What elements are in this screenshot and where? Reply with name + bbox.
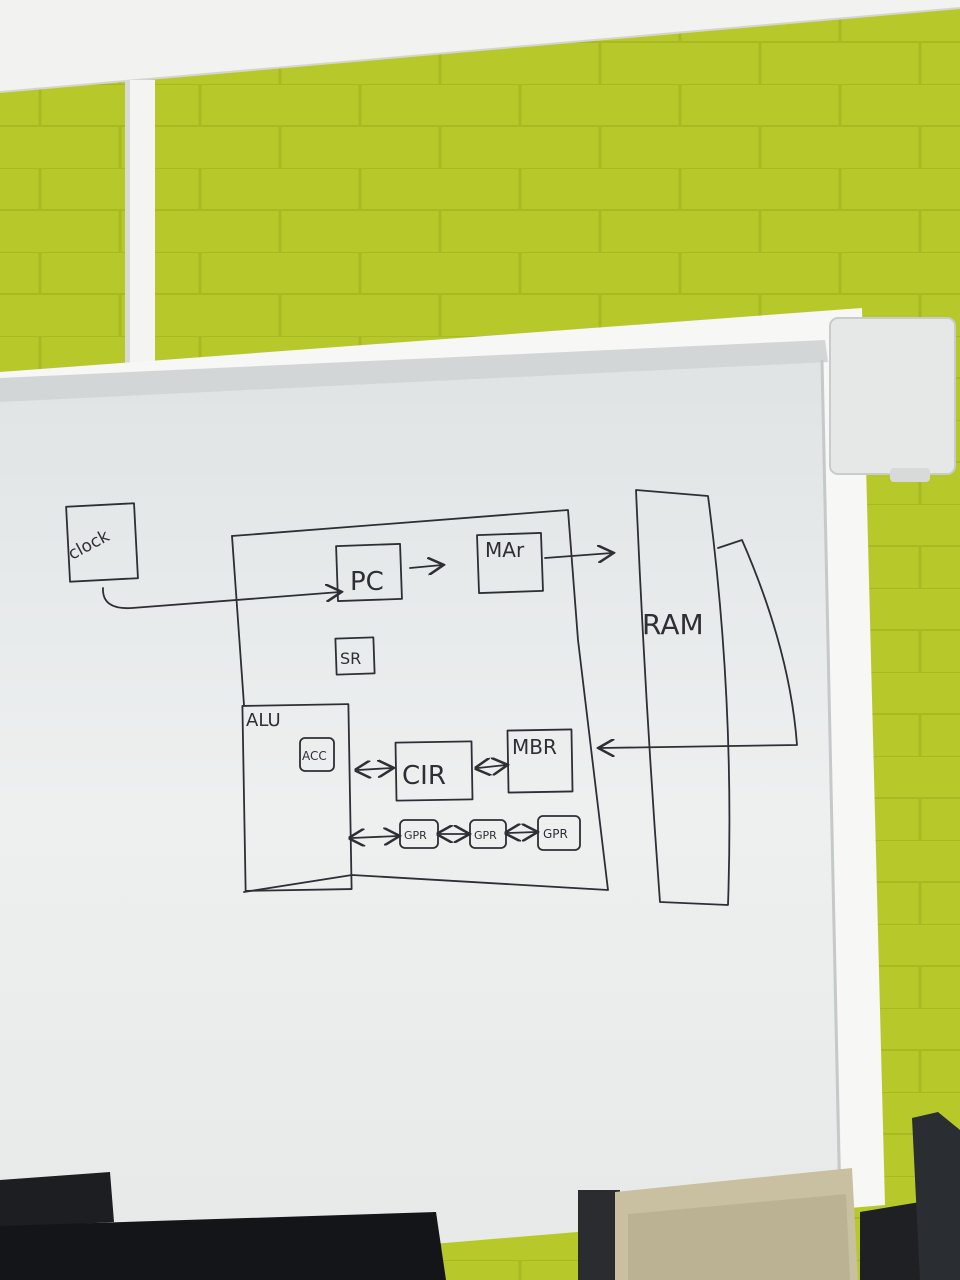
- monitor-center: [0, 1212, 446, 1280]
- pc-label: PC: [350, 567, 384, 597]
- ceiling: [0, 0, 960, 92]
- foreground-furniture: [0, 1112, 960, 1280]
- monitor-left: [0, 1172, 114, 1228]
- monitor-small: [578, 1190, 620, 1280]
- sr-label: SR: [340, 649, 361, 668]
- cpu-diagram: [65, 489, 798, 906]
- sr-box: [334, 636, 376, 676]
- ram-to-mbr-arrow: [600, 539, 798, 748]
- ram-label: RAM: [642, 608, 704, 641]
- alu-box: [241, 703, 353, 892]
- whiteboard-surface: [0, 344, 842, 1280]
- cir-label: CIR: [402, 761, 446, 791]
- gpr-label-1: GPR: [404, 829, 427, 842]
- alu-label: ALU: [246, 710, 281, 731]
- pc-tower: [860, 1202, 926, 1280]
- acc-label: ACC: [302, 749, 327, 763]
- gpr-label-3: GPR: [543, 827, 568, 841]
- clock-box: [65, 502, 139, 583]
- mbr-label: MBR: [512, 735, 557, 759]
- acc-box: [299, 737, 335, 772]
- monitor-right: [912, 1112, 960, 1280]
- whiteboard-top-rail: [0, 340, 828, 402]
- pc-box: [335, 542, 403, 602]
- gpr-label-2: GPR: [474, 829, 497, 842]
- mar-box: [476, 532, 544, 594]
- mar-label: MAr: [485, 538, 525, 562]
- wall-speaker: [829, 317, 956, 482]
- cpu-outline: [231, 509, 609, 893]
- ram-outline: [635, 489, 731, 906]
